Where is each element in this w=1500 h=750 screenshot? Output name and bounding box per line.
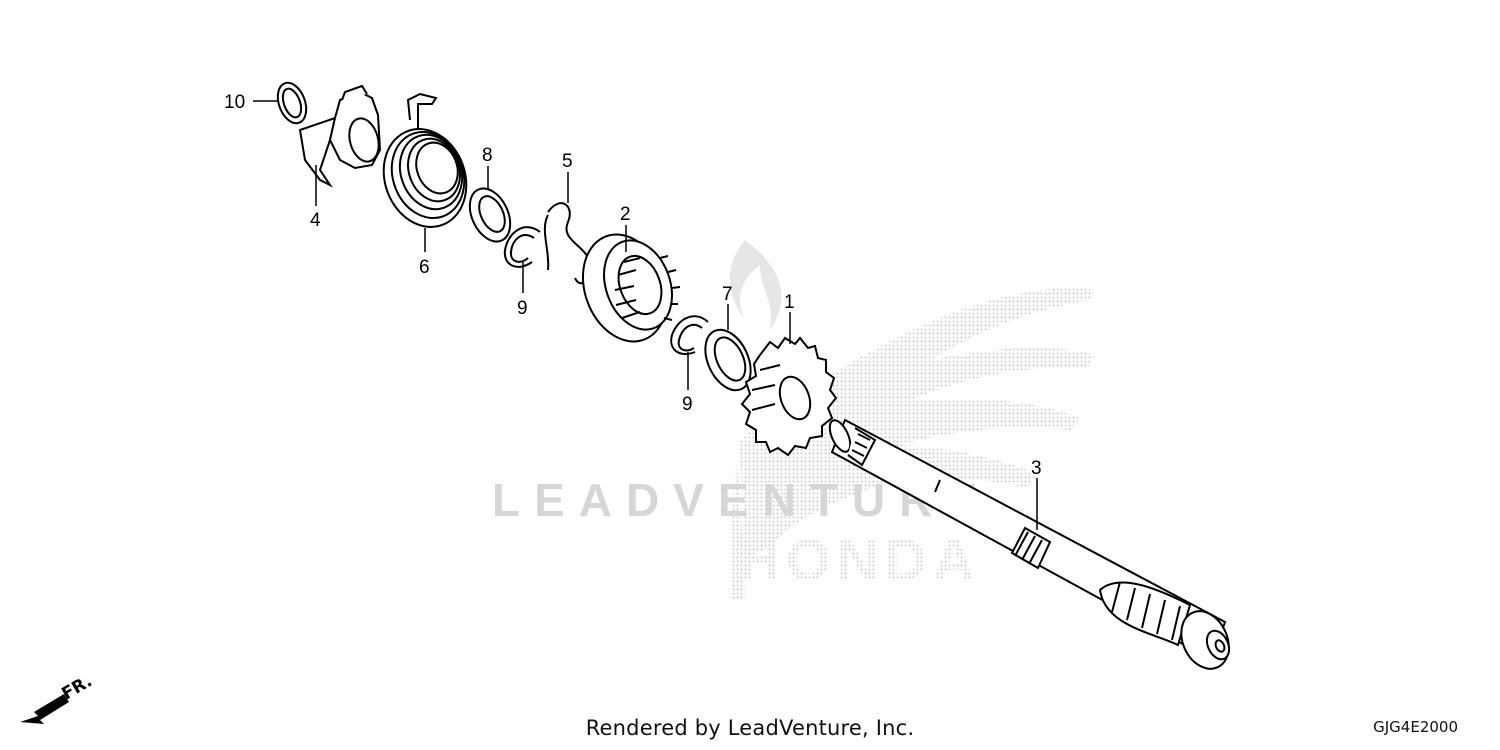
callout-7: 7: [722, 284, 733, 305]
callout-1: 1: [784, 292, 795, 313]
leader-lines: [253, 100, 1038, 530]
callout-6: 6: [419, 257, 430, 278]
callout-8: 8: [482, 145, 493, 166]
callout-9-lower: 9: [682, 394, 693, 415]
collar-4: [298, 84, 382, 188]
washer-8: [468, 187, 512, 243]
callout-3: 3: [1031, 458, 1042, 479]
spindle-3: [828, 418, 1231, 670]
flame-watermark: [729, 240, 782, 330]
watermark-honda: HONDA: [738, 528, 981, 593]
circlip-9-lower: [670, 315, 709, 355]
honda-wing-watermark: [730, 288, 1095, 600]
washer-7: [704, 328, 752, 392]
callout-5: 5: [562, 151, 573, 172]
ratchet-2: [581, 233, 681, 343]
circlip-9-upper: [503, 226, 541, 268]
kick-spring-6: [382, 92, 468, 228]
snap-ring-10: [276, 81, 308, 125]
render-credit: Rendered by LeadVenture, Inc.: [585, 716, 915, 740]
callout-10: 10: [224, 92, 245, 113]
diagram-code: GJG4E2000: [1373, 718, 1458, 736]
front-direction-arrow-icon: [20, 694, 69, 724]
callout-2: 2: [620, 204, 631, 225]
idle-gear-1: [740, 336, 838, 457]
callout-4: 4: [310, 210, 321, 231]
callout-9-upper: 9: [517, 298, 528, 319]
